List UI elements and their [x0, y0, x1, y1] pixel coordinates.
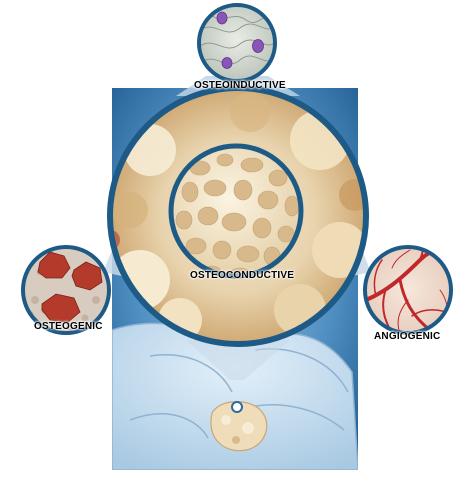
- osteoinductive-label: OSTEOINDUCTIVE: [194, 80, 286, 91]
- graft-sample: [211, 402, 267, 451]
- osteogenic-label: OSTEOGENIC: [34, 321, 103, 332]
- osteoconductive-label: OSTEOCONDUCTIVE: [190, 270, 294, 281]
- blood-vessel-icon: [365, 222, 452, 334]
- cell-matrix-icon: [199, 5, 276, 81]
- trabecular-bone-icon: [171, 146, 301, 280]
- angiogenic-label: ANGIOGENIC: [374, 331, 440, 342]
